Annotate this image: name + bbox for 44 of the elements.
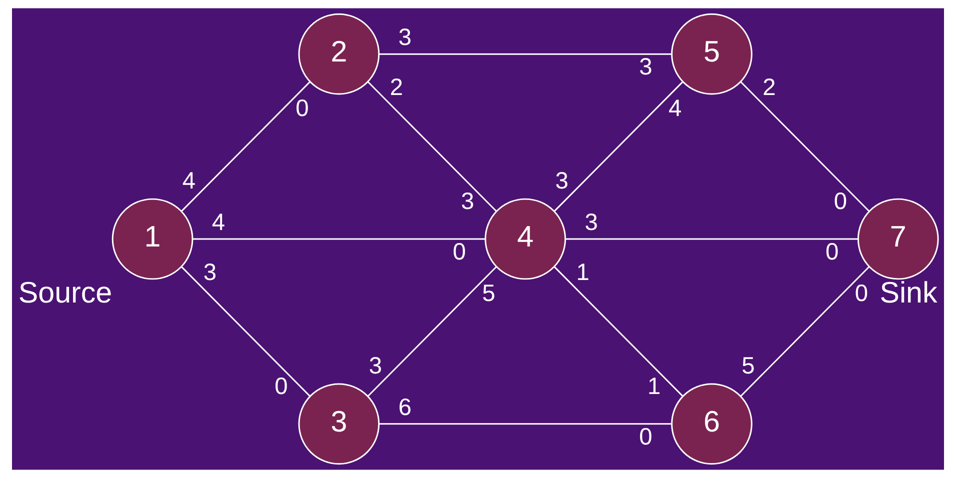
connector [554,266,684,397]
node-circle: 4 [484,198,566,280]
label: 3 [555,168,568,194]
label: 3 [203,260,217,286]
label: 5 [742,353,755,380]
connector [192,238,485,240]
label: 3 [461,188,474,215]
node-circle: 3 [298,383,380,465]
label: 3 [639,54,652,80]
connector [554,81,684,212]
connector [367,266,497,397]
label: 0 [452,239,466,266]
connector [379,423,672,425]
label: 0 [296,96,309,122]
node-circle: 2 [298,13,380,95]
connector [740,81,870,212]
label: 4 [182,168,196,194]
label: 0 [854,281,868,308]
label: 4 [212,210,226,236]
label: 5 [482,281,496,308]
label: 0 [826,239,839,266]
label: 2 [390,75,404,102]
connector [379,53,672,55]
node-circle: 6 [671,383,752,465]
connector [367,81,497,212]
label: 0 [834,188,848,215]
label: 3 [584,210,598,236]
connector [566,238,858,240]
node-label: Source [18,276,112,310]
label: 3 [398,24,412,51]
node-circle: 5 [671,13,752,95]
label: 1 [576,260,590,286]
connector [740,266,870,397]
label: 1 [647,374,661,400]
node-circle: 1 [112,198,194,280]
label: 3 [368,353,382,380]
connector [180,81,310,212]
label: 4 [668,96,682,122]
label: 2 [762,75,776,102]
label: 6 [398,394,412,421]
label: 0 [274,374,288,400]
label: 0 [639,424,652,450]
connector [180,266,310,397]
node-circle: 7 [857,198,939,280]
